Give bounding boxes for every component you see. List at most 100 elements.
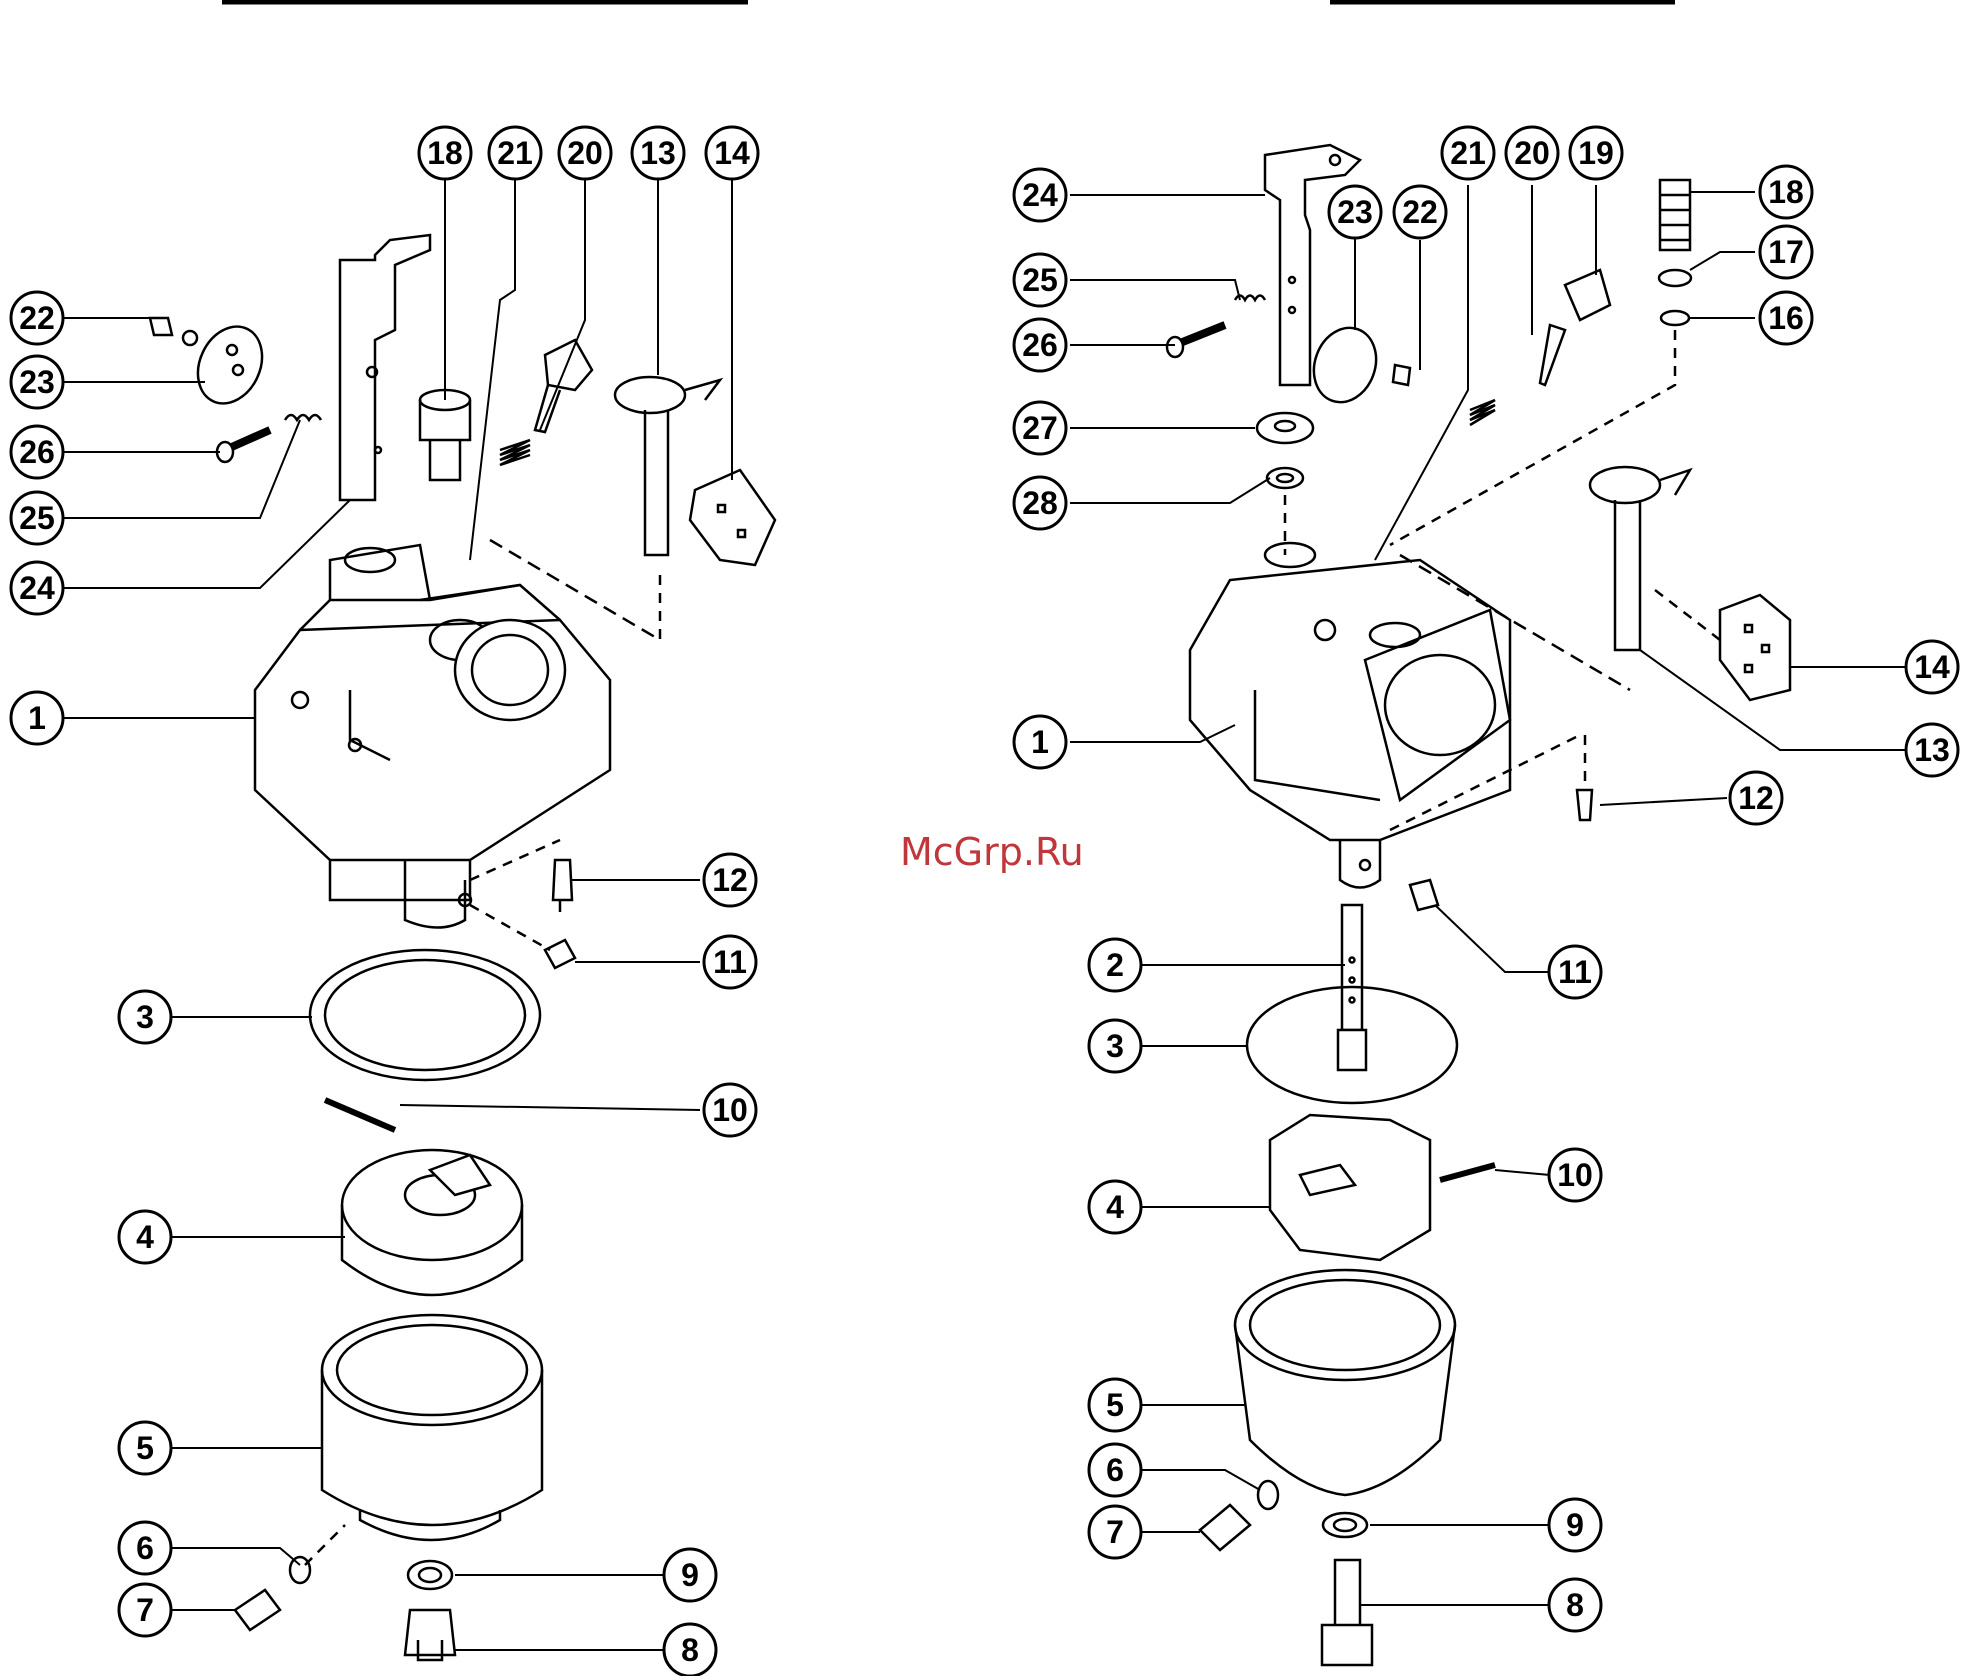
right-callout-label: 12 bbox=[1738, 780, 1774, 816]
right-callout-label: 9 bbox=[1566, 1507, 1584, 1543]
right-callout-16: 16 bbox=[1760, 292, 1812, 344]
right-callout-17: 17 bbox=[1760, 226, 1812, 278]
right-callout-23: 23 bbox=[1329, 186, 1381, 238]
right-callout-1: 1 bbox=[1014, 716, 1066, 768]
left-callout-20: 20 bbox=[559, 127, 611, 179]
right-callout-2: 2 bbox=[1089, 939, 1141, 991]
left-callout-label: 8 bbox=[681, 1632, 699, 1668]
right-callout-label: 3 bbox=[1106, 1028, 1124, 1064]
left-float bbox=[342, 1150, 522, 1295]
right-diagram bbox=[1167, 145, 1790, 1665]
left-callout-label: 11 bbox=[713, 944, 747, 980]
left-callout-label: 4 bbox=[136, 1219, 154, 1255]
right-callout-label: 5 bbox=[1106, 1387, 1124, 1423]
left-callout-9: 9 bbox=[664, 1549, 716, 1601]
right-leader-lines bbox=[1070, 185, 1905, 1605]
right-callout-label: 10 bbox=[1557, 1157, 1593, 1193]
left-callout-label: 9 bbox=[681, 1557, 699, 1593]
left-callout-11: 11 bbox=[704, 936, 756, 988]
left-callout-26: 26 bbox=[11, 426, 63, 478]
left-callout-label: 21 bbox=[497, 135, 533, 171]
right-choke-shaft bbox=[1590, 467, 1690, 650]
right-callout-21: 21 bbox=[1442, 127, 1494, 179]
left-callout-7: 7 bbox=[119, 1584, 171, 1636]
right-callout-label: 18 bbox=[1768, 174, 1804, 210]
right-callout-22: 22 bbox=[1394, 186, 1446, 238]
right-callout-label: 4 bbox=[1106, 1189, 1124, 1225]
right-float-bowl bbox=[1235, 1270, 1455, 1495]
left-callout-label: 18 bbox=[427, 135, 463, 171]
right-callout-4: 4 bbox=[1089, 1181, 1141, 1233]
left-callout-1: 1 bbox=[11, 692, 63, 744]
left-callout-18: 18 bbox=[419, 127, 471, 179]
left-choke-plate bbox=[690, 470, 775, 565]
right-callout-24: 24 bbox=[1014, 169, 1066, 221]
right-float bbox=[1270, 1115, 1430, 1260]
right-callout-label: 20 bbox=[1514, 135, 1550, 171]
right-callout-12: 12 bbox=[1730, 772, 1782, 824]
left-callout-14: 14 bbox=[706, 127, 758, 179]
left-float-bowl bbox=[322, 1315, 542, 1540]
right-callout-label: 17 bbox=[1768, 234, 1804, 270]
right-callout-label: 23 bbox=[1337, 194, 1373, 230]
right-callout-label: 16 bbox=[1768, 300, 1804, 336]
left-throttle-plate bbox=[186, 316, 274, 414]
right-callout-3: 3 bbox=[1089, 1020, 1141, 1072]
right-callout-10: 10 bbox=[1549, 1149, 1601, 1201]
right-callout-label: 22 bbox=[1402, 194, 1438, 230]
left-callout-label: 13 bbox=[640, 135, 676, 171]
right-callout-25: 25 bbox=[1014, 254, 1066, 306]
left-callout-label: 7 bbox=[136, 1592, 154, 1628]
left-gasket bbox=[310, 950, 540, 1080]
left-callout-22: 22 bbox=[11, 292, 63, 344]
right-callout-13: 13 bbox=[1906, 724, 1958, 776]
left-callout-label: 26 bbox=[19, 434, 55, 470]
left-callout-4: 4 bbox=[119, 1211, 171, 1263]
left-callout-label: 1 bbox=[28, 700, 46, 736]
left-callout-label: 3 bbox=[136, 999, 154, 1035]
left-callout-3: 3 bbox=[119, 991, 171, 1043]
left-callout-label: 12 bbox=[712, 862, 748, 898]
right-carburetor-body bbox=[1190, 543, 1510, 888]
right-callout-28: 28 bbox=[1014, 477, 1066, 529]
right-callout-label: 14 bbox=[1914, 649, 1950, 685]
right-callout-14: 14 bbox=[1906, 641, 1958, 693]
left-callout-label: 24 bbox=[19, 570, 55, 606]
left-callout-24: 24 bbox=[11, 562, 63, 614]
right-callout-label: 1 bbox=[1031, 724, 1049, 760]
right-callout-label: 26 bbox=[1022, 327, 1058, 363]
left-callout-label: 25 bbox=[19, 500, 55, 536]
left-callout-label: 14 bbox=[714, 135, 750, 171]
right-callout-6: 6 bbox=[1089, 1444, 1141, 1496]
right-callout-label: 25 bbox=[1022, 262, 1058, 298]
watermark: McGrp.Ru bbox=[900, 830, 1084, 874]
left-callout-23: 23 bbox=[11, 356, 63, 408]
right-callout-label: 11 bbox=[1558, 954, 1592, 990]
right-callout-label: 27 bbox=[1022, 410, 1058, 446]
left-callout-10: 10 bbox=[704, 1084, 756, 1136]
right-callout-8: 8 bbox=[1549, 1579, 1601, 1631]
left-callout-12: 12 bbox=[704, 854, 756, 906]
left-callout-label: 5 bbox=[136, 1430, 154, 1466]
left-callout-13: 13 bbox=[632, 127, 684, 179]
right-callout-label: 19 bbox=[1578, 135, 1614, 171]
left-callout-8: 8 bbox=[664, 1624, 716, 1676]
left-throttle-shaft bbox=[340, 235, 430, 500]
right-callout-label: 28 bbox=[1022, 485, 1058, 521]
left-callout-label: 6 bbox=[136, 1530, 154, 1566]
left-callout-label: 20 bbox=[567, 135, 603, 171]
right-callout-11: 11 bbox=[1549, 946, 1601, 998]
left-callout-label: 10 bbox=[712, 1092, 748, 1128]
right-callout-label: 2 bbox=[1106, 947, 1124, 983]
left-callout-label: 22 bbox=[19, 300, 55, 336]
right-callout-5: 5 bbox=[1089, 1379, 1141, 1431]
right-callout-label: 8 bbox=[1566, 1587, 1584, 1623]
right-callout-27: 27 bbox=[1014, 402, 1066, 454]
right-callout-9: 9 bbox=[1549, 1499, 1601, 1551]
right-callout-18: 18 bbox=[1760, 166, 1812, 218]
left-callout-5: 5 bbox=[119, 1422, 171, 1474]
right-choke-plate bbox=[1720, 595, 1790, 700]
right-callout-label: 24 bbox=[1022, 177, 1058, 213]
right-callout-label: 13 bbox=[1914, 732, 1950, 768]
